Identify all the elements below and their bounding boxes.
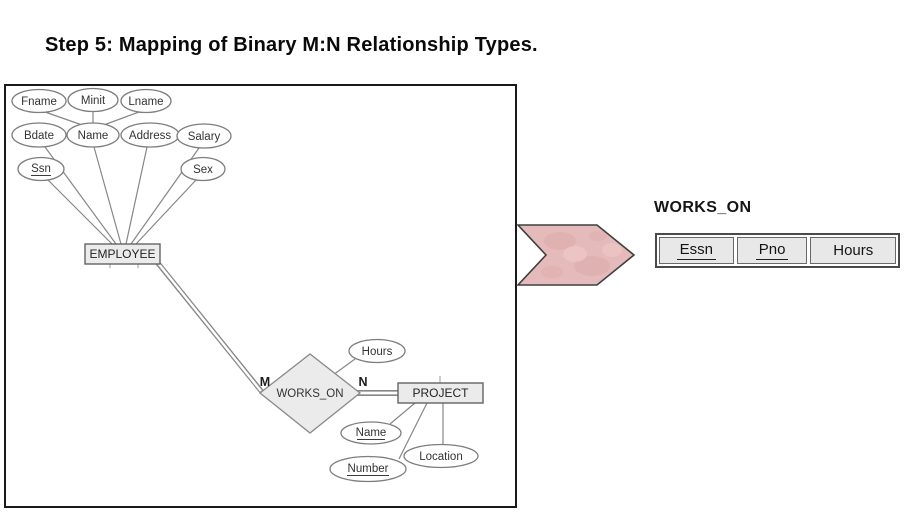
column-header-essn: Essn	[659, 237, 734, 264]
bdate-attribute-oval	[11, 122, 67, 148]
ssn-key-attribute-label: Ssn	[31, 163, 51, 175]
column-header-pno: Pno	[736, 237, 808, 264]
bdate-attribute-label: Bdate	[24, 130, 54, 142]
project-entity	[397, 382, 484, 404]
mapping-arrow-icon	[516, 224, 636, 286]
sex-attribute-label: Sex	[193, 164, 213, 176]
fname-attribute-oval	[11, 88, 67, 114]
minit-attribute-oval	[67, 87, 119, 113]
employee-attribute-lines	[44, 146, 200, 245]
salary-attribute-label: Salary	[188, 131, 221, 143]
name-attribute-label: Name	[78, 130, 109, 142]
column-header-pno-text: Pno	[755, 241, 789, 260]
sex-attribute-oval	[180, 156, 226, 182]
name-attribute-oval	[66, 122, 120, 148]
address-attribute-label: Address	[129, 130, 171, 142]
relationship-diamond	[258, 353, 362, 434]
relation-name: WORKS_ON	[654, 199, 752, 216]
salary-attribute-oval	[176, 123, 232, 149]
project-number-key-label: Number	[348, 463, 389, 475]
column-header-hours-text: Hours	[833, 242, 874, 259]
project-name-key-label: Name	[356, 427, 387, 439]
project-attributes-group: Name Number Location	[329, 421, 479, 483]
hours-attribute-line	[332, 358, 356, 376]
employee-entity-label: EMPLOYEE	[89, 247, 155, 261]
relationship-label: WORKS_ON	[276, 388, 343, 400]
page-title: Step 5: Mapping of Binary M:N Relationsh…	[45, 34, 538, 56]
employee-entity	[84, 243, 161, 265]
ssn-key-attribute-oval	[17, 156, 65, 182]
column-header-hours: Hours	[810, 237, 896, 264]
column-header-essn-text: Essn	[676, 241, 717, 260]
project-name-key-oval	[340, 421, 402, 445]
employee-workson-double-line-gap	[157, 262, 262, 392]
location-attribute-label: Location	[419, 451, 462, 463]
composite-attribute-lines	[44, 111, 140, 127]
lname-attribute-label: Lname	[128, 96, 163, 108]
hours-attribute-oval	[348, 338, 406, 364]
cardinality-m-label: M	[260, 375, 270, 389]
location-attribute-oval	[403, 443, 479, 469]
project-attribute-lines	[389, 402, 444, 460]
employee-attributes-group: Fname Minit Lname Bdate Name Address Sal…	[11, 87, 232, 182]
project-entity-label: PROJECT	[412, 386, 469, 400]
lname-attribute-oval	[120, 88, 172, 114]
cardinality-n-label: N	[358, 375, 367, 389]
hours-attribute-label: Hours	[362, 346, 393, 358]
fname-attribute-label: Fname	[21, 96, 57, 108]
mapping-arrow-texture	[541, 231, 622, 278]
minit-attribute-label: Minit	[81, 95, 106, 107]
relation-table: Essn Pno Hours	[655, 233, 900, 268]
diagram-frame	[4, 84, 517, 508]
